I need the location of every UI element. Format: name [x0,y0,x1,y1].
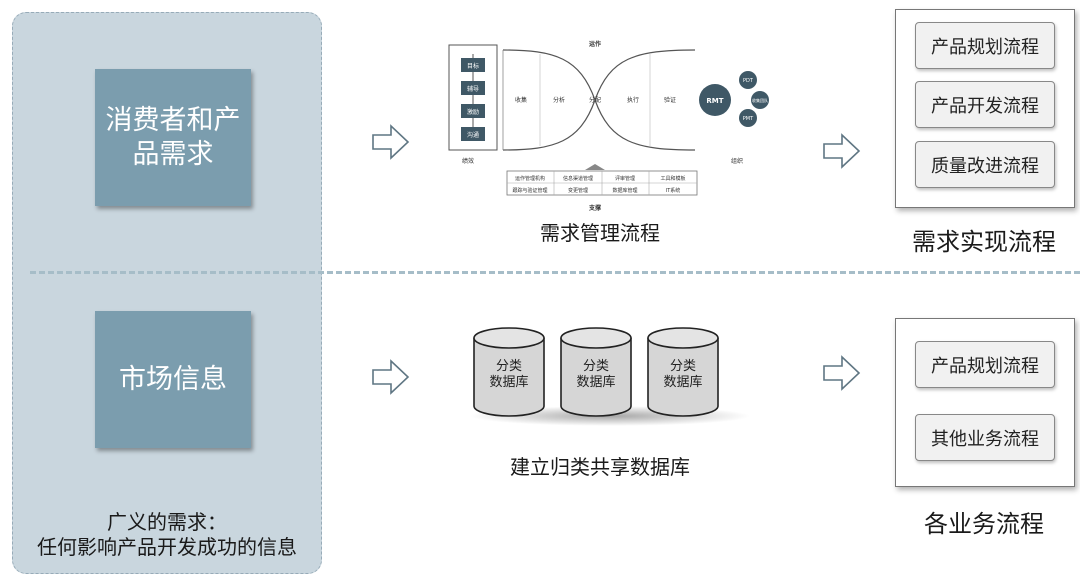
org-rmt: RMT [706,97,723,105]
stage-execute: 执行 [627,96,639,104]
left-item-coach: 辅导 [467,85,479,93]
arrow-right-icon [371,357,411,397]
requirement-mgmt-caption: 需求管理流程 [540,221,660,245]
market-info-box: 市场信息 [95,311,251,448]
business-process-caption: 各业务流程 [924,510,1044,538]
arrow-right-icon [822,131,862,171]
broad-demand-caption: 广义的需求： 任何影响产品开发成功的信息 [12,510,322,560]
org-collect-team: 收集团队 [752,97,768,103]
broad-demand-line1: 广义的需求： [107,510,227,534]
database-label-2: 分类 数据库 [576,359,616,390]
other-business-flow: 其他业务流程 [915,414,1055,461]
support-tools: 工具和模板 [660,175,685,182]
org-pmt: PMT [743,116,754,122]
process-bottom-title: 支撑 [588,204,601,212]
support-info-channel: 信息渠道管理 [563,175,593,182]
database-icon [560,327,632,417]
product-planning-flow-2: 产品规划流程 [915,341,1055,388]
product-development-flow: 产品开发流程 [915,81,1055,128]
stage-verify: 验证 [664,96,676,104]
database-label-3: 分类 数据库 [663,359,703,390]
quality-improvement-flow: 质量改进流程 [915,141,1055,188]
left-item-goal: 目标 [467,62,479,70]
shared-database-caption: 建立归类共享数据库 [510,455,690,479]
org-pdt: PDT [743,78,754,84]
arrow-right-icon [822,353,862,393]
requirement-impl-box: 产品规划流程 产品开发流程 质量改进流程 [895,9,1075,208]
requirement-process-diagram: 目标 辅导 激励 沟通 绩效 运作 收集 分析 分配 执行 验证 RMT PDT… [445,38,790,218]
support-database: 数据库管理 [612,187,637,194]
support-ops-org: 运作管理机构 [515,175,545,182]
business-process-box: 产品规划流程 其他业务流程 [895,318,1075,487]
stage-allocate: 分配 [589,96,601,104]
broad-demand-line2: 任何影响产品开发成功的信息 [37,535,297,559]
database-group: 分类 数据库 分类 数据库 分类 数据库 [460,324,760,434]
support-it: IT系统 [666,187,681,194]
left-item-communicate: 沟通 [467,131,479,139]
arrow-right-icon [371,122,411,162]
support-change: 变更管理 [568,187,588,194]
database-icon [473,327,545,417]
stage-collect: 收集 [515,96,527,104]
left-caption-performance: 绩效 [462,157,474,165]
database-label-1: 分类 数据库 [489,359,529,390]
requirement-impl-caption: 需求实现流程 [912,228,1056,256]
consumer-demand-box: 消费者和产 品需求 [95,69,251,206]
consumer-demand-line2: 品需求 [132,138,214,170]
support-review: 评审管理 [615,175,635,182]
database-icon [647,327,719,417]
stage-analyze: 分析 [553,96,565,104]
support-tracking: 跟踪与验证管理 [512,187,547,194]
product-planning-flow: 产品规划流程 [915,22,1055,69]
org-caption: 组织 [731,157,743,165]
market-info-label: 市场信息 [119,363,227,395]
left-item-incentive: 激励 [467,108,479,116]
consumer-demand-line1: 消费者和产 [105,104,241,136]
process-top-title: 运作 [589,40,601,48]
section-divider [30,271,1080,274]
